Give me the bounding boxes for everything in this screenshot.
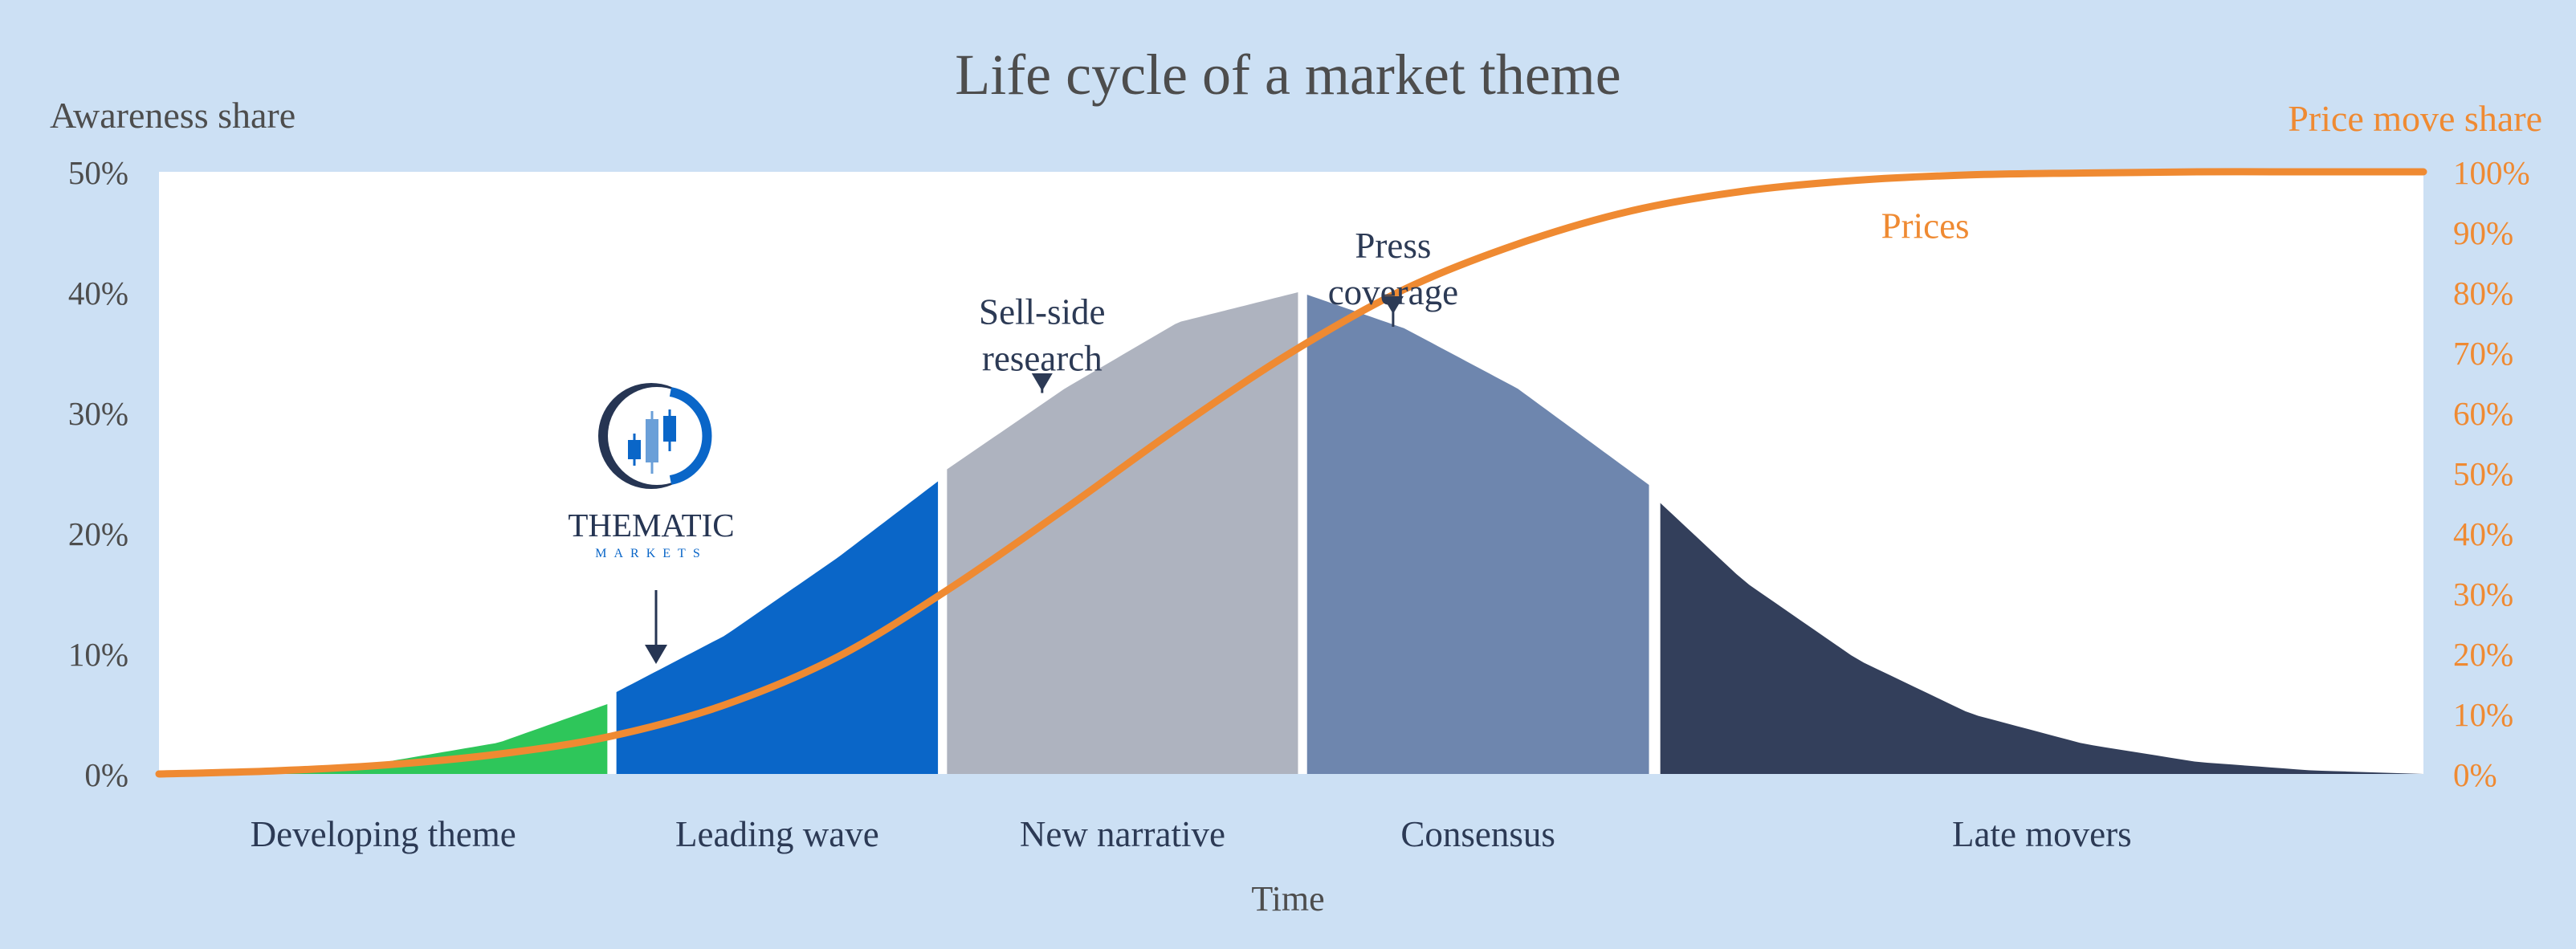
- y-right-tick-label: 70%: [2453, 335, 2513, 372]
- y-left-tick-label: 30%: [68, 395, 128, 432]
- y-right-tick-label: 100%: [2453, 154, 2530, 191]
- y-right-tick-label: 90%: [2453, 214, 2513, 251]
- segment-label: Late movers: [1952, 814, 2132, 854]
- thematic-markets-logo: THEMATIC MARKETS: [568, 383, 735, 664]
- segment-label: New narrative: [1020, 814, 1225, 854]
- segment-area-4: [1306, 295, 1649, 774]
- segment-area-5: [1660, 503, 2423, 774]
- x-axis-label: Time: [1251, 879, 1324, 918]
- segment-labels: Developing theme Leading wave New narrativ…: [251, 814, 2132, 854]
- segment-label: Developing theme: [251, 814, 516, 854]
- y-right-tick-label: 10%: [2453, 696, 2513, 733]
- y-right-tick-label: 0%: [2453, 756, 2497, 793]
- awareness-segments: [159, 292, 2423, 774]
- segment-label: Consensus: [1400, 814, 1555, 854]
- y-left-tick-label: 50%: [68, 154, 128, 191]
- series-label: Prices: [1881, 206, 1970, 246]
- y-left-tick-label: 20%: [68, 515, 128, 552]
- y-right-tick-label: 50%: [2453, 455, 2513, 492]
- segment-label: Leading wave: [675, 814, 879, 854]
- y-left-tick-label: 40%: [68, 275, 128, 312]
- annotation-arrow-icon: [1031, 373, 1053, 391]
- y-right-tick-label: 40%: [2453, 515, 2513, 552]
- logo-name: THEMATIC: [568, 507, 734, 544]
- y-left-tick-label: 10%: [68, 636, 128, 673]
- candlestick-icon: [628, 409, 676, 474]
- price-line: [155, 168, 2427, 778]
- y-axis-left-ticks: 0% 10% 20% 30% 40% 50%: [68, 154, 128, 793]
- y-axis-right-label: Price move share: [2288, 98, 2542, 139]
- price-series: [155, 168, 2427, 778]
- segment-area-2: [616, 481, 939, 774]
- y-right-tick-label: 20%: [2453, 636, 2513, 673]
- y-right-tick-label: 30%: [2453, 576, 2513, 613]
- logo-arrow-icon: [645, 645, 667, 664]
- annotation-arrow-icon: [1382, 296, 1404, 314]
- y-right-tick-label: 60%: [2453, 395, 2513, 432]
- y-right-tick-label: 80%: [2453, 275, 2513, 312]
- segment-area-3: [947, 292, 1298, 774]
- y-axis-left-label: Awareness share: [50, 95, 296, 136]
- logo-subname: MARKETS: [595, 547, 707, 560]
- y-axis-right-ticks: 0% 10% 20% 30% 40% 50% 60% 70% 80% 90% 100%: [2453, 154, 2530, 793]
- y-left-tick-label: 0%: [84, 756, 128, 793]
- chart-title: Life cycle of a market theme: [955, 43, 1621, 107]
